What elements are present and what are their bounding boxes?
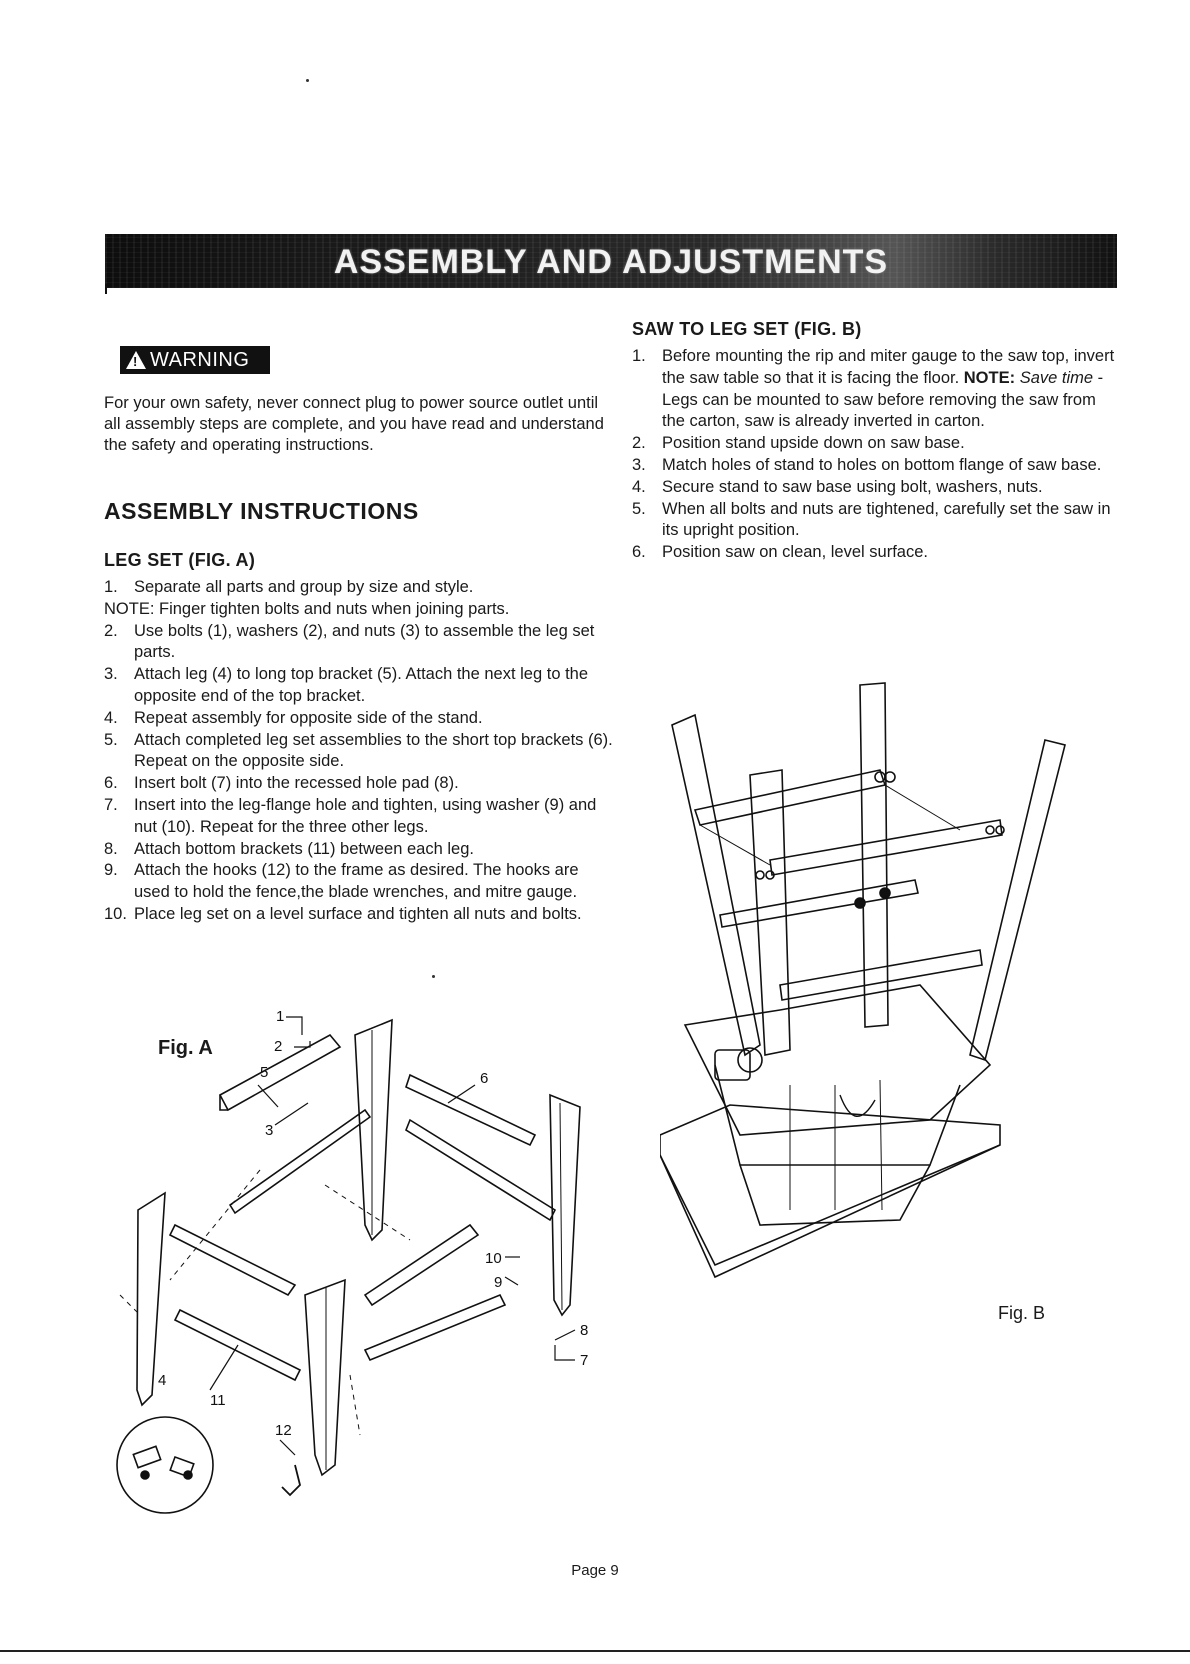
callout-12: 12 <box>275 1422 292 1439</box>
bottom-bracket-part <box>173 1308 302 1382</box>
list-item: 9.Attach the hooks (12) to the frame as … <box>104 861 579 902</box>
callout-8: 8 <box>580 1322 588 1339</box>
callout-3: 3 <box>265 1122 273 1139</box>
bottom-rule <box>0 1650 1190 1652</box>
leg-part <box>136 1191 166 1407</box>
list-item: 6.Insert bolt (7) into the recessed hole… <box>104 774 459 793</box>
warning-badge: WARNING <box>120 346 270 374</box>
list-item: 8.Attach bottom brackets (11) between ea… <box>104 839 474 858</box>
list-item: 7.Insert into the leg-flange hole and ti… <box>104 795 597 836</box>
list-item: 3.Match holes of stand to holes on botto… <box>632 455 1102 474</box>
list-item: 5.Attach completed leg set assemblies to… <box>104 730 613 771</box>
callout-4: 4 <box>158 1372 166 1389</box>
leg-part <box>671 713 761 1057</box>
leg-part <box>354 1018 393 1242</box>
leg-part <box>859 682 889 1028</box>
fig-a-label: Fig. A <box>158 1037 213 1059</box>
callout-7: 7 <box>580 1352 588 1369</box>
saw-to-leg-steps: 1. Before mounting the rip and miter gau… <box>632 346 1122 564</box>
callout-11: 11 <box>210 1392 226 1409</box>
warning-text: For your own safety, never connect plug … <box>104 394 604 454</box>
leg-set-steps: 1.Separate all parts and group by size a… <box>104 577 614 926</box>
short-top-bracket-part <box>363 1223 480 1307</box>
callout-1: 1 <box>276 1008 284 1025</box>
page-number: Page 9 <box>571 1562 619 1579</box>
hook-part <box>281 1464 301 1497</box>
callout-9: 9 <box>494 1274 502 1291</box>
warning-triangle-icon <box>126 351 146 369</box>
section-banner: ASSEMBLY AND ADJUSTMENTS <box>105 234 1117 288</box>
scan-mark <box>432 975 435 978</box>
saw-base-plate <box>660 1104 1001 1267</box>
saw-to-leg-heading: SAW TO LEG SET (FIG. B) <box>632 319 862 339</box>
fig-a-drawing: 1 2 5 3 6 10 9 8 7 4 11 12 <box>110 995 650 1535</box>
frame-rail <box>693 769 887 826</box>
list-item: 10.Place leg set on a level surface and … <box>104 904 582 923</box>
assembly-heading: ASSEMBLY INSTRUCTIONS <box>104 498 419 524</box>
saw-body <box>683 984 992 1136</box>
bottom-bracket-part <box>363 1293 507 1362</box>
list-item: 4.Secure stand to saw base using bolt, w… <box>632 477 1043 496</box>
leg-part <box>969 739 1066 1062</box>
list-item: 1. Before mounting the rip and miter gau… <box>632 347 1115 431</box>
list-item: NOTE: Finger tighten bolts and nuts when… <box>104 599 510 618</box>
short-top-bracket-part <box>405 1073 537 1147</box>
list-item: 2.Use bolts (1), washers (2), and nuts (… <box>104 621 595 662</box>
frame-rail <box>779 949 983 1001</box>
warning-label: WARNING <box>150 348 250 371</box>
scan-mark <box>306 79 309 82</box>
fig-b-label: Fig. B <box>998 1303 1046 1323</box>
fig-b-drawing <box>660 665 1090 1305</box>
frame-rail <box>719 879 919 928</box>
detail-circle <box>116 1416 214 1514</box>
list-item: 5.When all bolts and nuts are tightened,… <box>632 499 1111 540</box>
callout-6: 6 <box>480 1070 488 1087</box>
list-item: 3.Attach leg (4) to long top bracket (5)… <box>104 665 589 705</box>
callout-2: 2 <box>274 1038 282 1055</box>
list-item: 1.Separate all parts and group by size a… <box>104 578 474 596</box>
leg-set-heading: LEG SET (FIG. A) <box>104 550 256 570</box>
leg-part <box>304 1278 346 1477</box>
frame-rail <box>769 819 1003 876</box>
banner-tick <box>105 284 107 294</box>
leg-part <box>549 1093 581 1317</box>
section-title: ASSEMBLY AND ADJUSTMENTS <box>333 243 889 281</box>
bottom-bracket-part <box>228 1108 372 1215</box>
list-item: 6.Position saw on clean, level surface. <box>632 543 928 562</box>
long-top-bracket-part <box>168 1223 297 1297</box>
callout-10: 10 <box>485 1250 502 1267</box>
callout-5: 5 <box>260 1064 268 1081</box>
long-top-bracket-part <box>218 1033 342 1112</box>
bottom-bracket-part <box>405 1118 557 1222</box>
list-item: 4.Repeat assembly for opposite side of t… <box>104 708 483 727</box>
leg-part <box>749 769 791 1056</box>
list-item: 2.Position stand upside down on saw base… <box>632 434 965 453</box>
